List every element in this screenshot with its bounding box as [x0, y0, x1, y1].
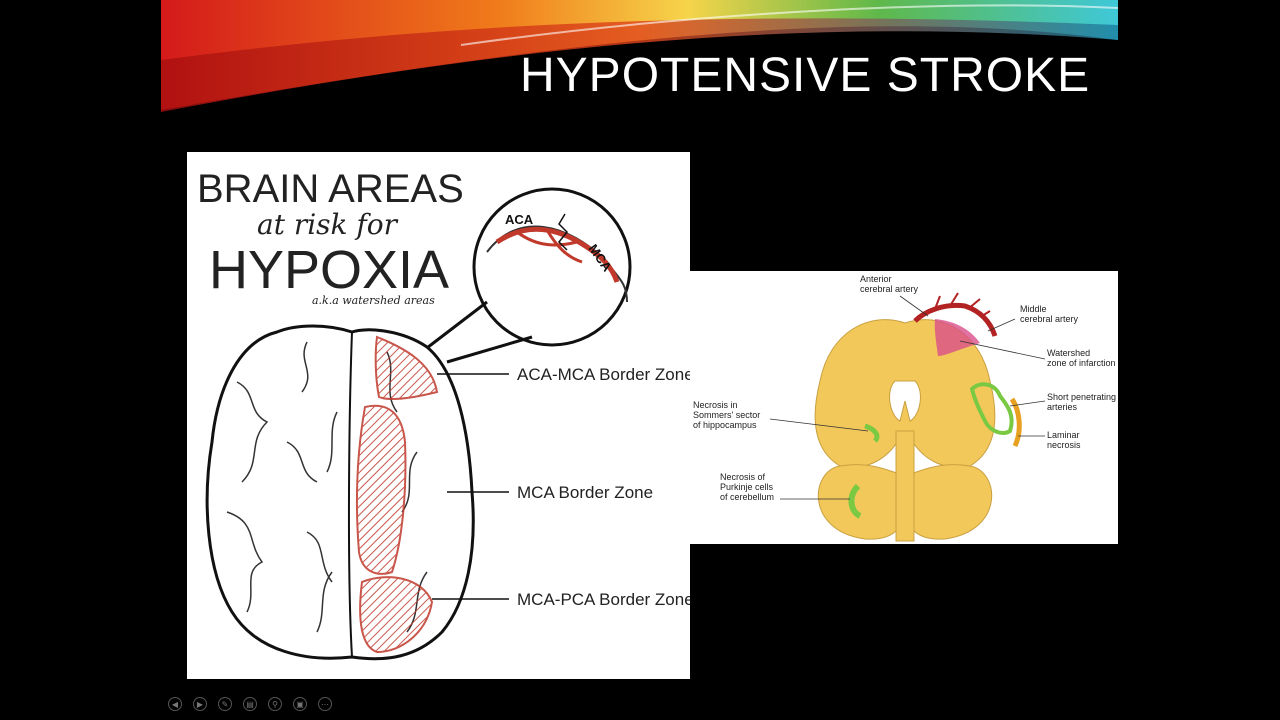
- label-middle-cerebral-artery: Middle cerebral artery: [1020, 304, 1079, 324]
- next-icon[interactable]: ▶: [193, 697, 207, 711]
- mca-pca-zone: [359, 576, 434, 654]
- heading-watershed: a.k.a watershed areas: [312, 294, 435, 307]
- zone-label-aca-mca: ACA-MCA Border Zone: [517, 365, 690, 384]
- brain-axial-drawing: BRAIN AREAS at risk for HYPOXIA a.k.a wa…: [197, 167, 694, 661]
- aca-mca-zone: [374, 335, 439, 401]
- label-anterior-cerebral-artery: Anterior cerebral artery: [860, 274, 919, 294]
- label-sommers-sector: Necrosis in Sommers' sector of hippocamp…: [693, 400, 761, 430]
- slideshow-controls: ◀ ▶ ✎ ▤ ⚲ ▣ ⋯: [168, 697, 332, 713]
- label-short-penetrating: Short penetrating arteries: [1047, 392, 1117, 412]
- purkinje-necrosis: [848, 483, 862, 519]
- watershed-infarct: [934, 319, 980, 356]
- watershed-diagram-right: Anterior cerebral artery Middle cerebral…: [690, 271, 1118, 544]
- short-penetrating-necrosis: [969, 382, 1014, 435]
- brain-coronal-drawing: [769, 292, 1046, 542]
- hippocampus-necrosis: [864, 423, 880, 443]
- pen-icon[interactable]: ✎: [218, 697, 232, 711]
- zone-label-mca-pca: MCA-PCA Border Zone: [517, 590, 690, 609]
- zone-label-mca: MCA Border Zone: [517, 483, 653, 502]
- decorative-banner: [161, 0, 1118, 112]
- label-laminar-necrosis: Laminar necrosis: [1047, 430, 1081, 450]
- label-watershed-zone: Watershed zone of infarction: [1047, 348, 1116, 368]
- slide-title: HYPOTENSIVE STROKE: [520, 49, 1091, 102]
- label-purkinje-cells: Necrosis of Purkinje cells of cerebellum: [720, 472, 775, 502]
- inset-circle: [472, 187, 632, 347]
- slides-icon[interactable]: ▤: [243, 697, 257, 711]
- zoom-icon[interactable]: ⚲: [268, 697, 282, 711]
- inset-aca-label: ACA: [505, 212, 534, 227]
- heading-hypoxia: HYPOXIA: [209, 240, 449, 300]
- watershed-diagram-left: BRAIN AREAS at risk for HYPOXIA a.k.a wa…: [187, 152, 694, 679]
- laminar-necrosis: [1009, 397, 1022, 448]
- subtitles-icon[interactable]: ▣: [293, 697, 307, 711]
- mca-zone: [356, 404, 407, 575]
- heading-at-risk: at risk for: [257, 208, 399, 241]
- prev-icon[interactable]: ◀: [168, 697, 182, 711]
- more-icon[interactable]: ⋯: [318, 697, 332, 711]
- heading-brain-areas: BRAIN AREAS: [197, 167, 464, 211]
